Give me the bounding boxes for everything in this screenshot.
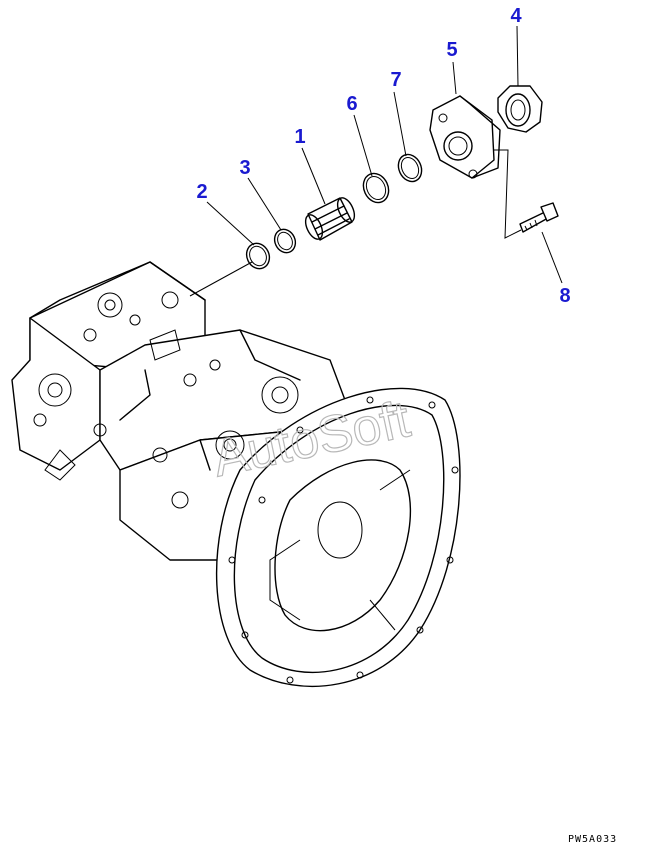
callout-5: 5 bbox=[446, 39, 457, 61]
leader-lines bbox=[189, 25, 563, 297]
part-4-nut bbox=[497, 85, 543, 133]
part-8-bolt bbox=[519, 202, 559, 233]
part-7-o-ring bbox=[397, 153, 423, 183]
callout-3: 3 bbox=[239, 157, 250, 179]
callout-2: 2 bbox=[196, 181, 207, 203]
callout-6: 6 bbox=[346, 93, 357, 115]
callout-8: 8 bbox=[559, 285, 570, 307]
flywheel-housing bbox=[215, 387, 461, 687]
part-2-o-ring bbox=[245, 242, 271, 270]
callout-labels: 1 2 3 4 5 6 7 8 bbox=[196, 5, 570, 307]
part-5-flange bbox=[429, 95, 501, 179]
drawing-code: PW5A033 bbox=[568, 834, 617, 845]
part-3-ring bbox=[273, 228, 297, 254]
callout-4: 4 bbox=[510, 5, 522, 27]
callout-1: 1 bbox=[294, 126, 305, 148]
callout-7: 7 bbox=[390, 69, 401, 91]
part-6-o-ring bbox=[362, 172, 390, 204]
part-1-spring bbox=[304, 197, 356, 241]
